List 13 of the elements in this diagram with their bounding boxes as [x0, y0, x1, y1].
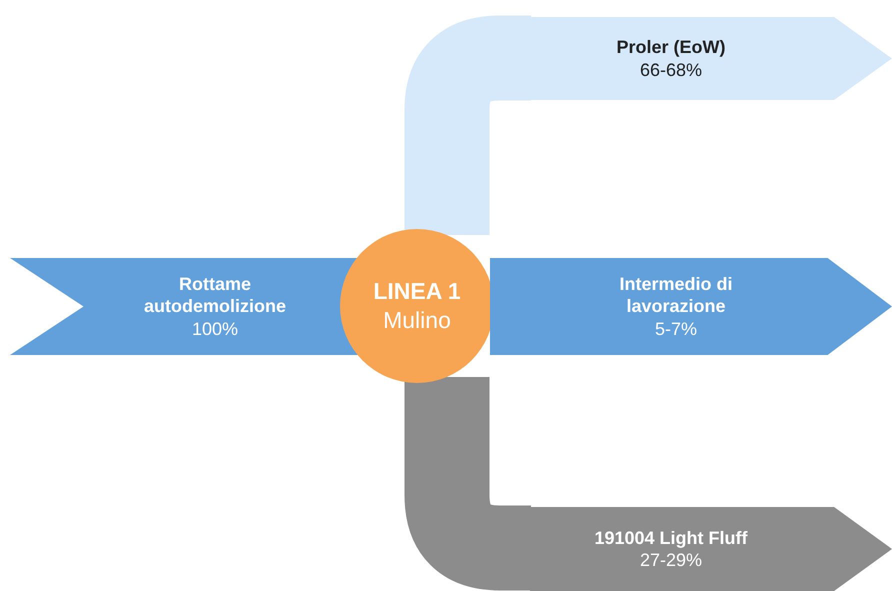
node-title: Rottame autodemolizione	[142, 272, 287, 318]
percentage-label: 66-68%	[640, 58, 702, 81]
percentage-label: Mulino	[383, 306, 451, 335]
node-title: LINEA 1	[373, 277, 461, 306]
flow-arrow-band	[530, 17, 892, 100]
percentage-label: 5-7%	[654, 318, 698, 340]
percentage-label: 27-29%	[640, 549, 702, 572]
flow-arrow-band	[530, 507, 892, 591]
node-title: Proler (EoW)	[616, 36, 726, 58]
node-title: Intermedio di lavorazione	[618, 272, 734, 318]
flow-arrow-band	[490, 258, 892, 355]
node-title: 191004 Light Fluff	[594, 526, 748, 549]
percentage-label: 100%	[192, 318, 238, 340]
